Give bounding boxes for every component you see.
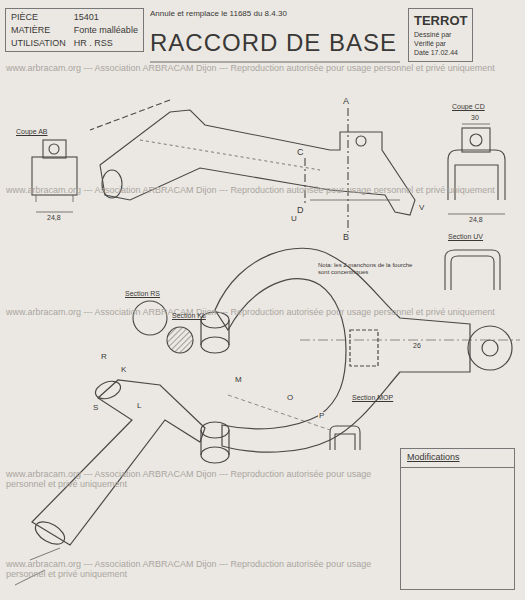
- drawing-stroke: [167, 327, 193, 353]
- view-label: Section MOP: [352, 394, 393, 402]
- elevation-view: [90, 100, 415, 232]
- box-text: PIÈCE: [11, 12, 66, 22]
- drawing-stroke: [356, 136, 366, 146]
- drawing-stroke: [468, 326, 512, 370]
- section-ab: [32, 140, 77, 212]
- drawing-stroke: [310, 200, 400, 201]
- drawing-stroke: [150, 62, 400, 63]
- box-text: Vérifié par: [414, 39, 467, 48]
- box-text: Dessiné par: [414, 30, 467, 39]
- watermark: www.arbracam.org --- Association ARBRACA…: [6, 470, 396, 490]
- drawing-stroke: [133, 301, 167, 335]
- drawing-stroke: [445, 250, 500, 290]
- section-letter: O: [286, 394, 294, 403]
- dimension: 26: [412, 342, 422, 350]
- drawing-stroke: [335, 434, 355, 450]
- section-letter: A: [342, 97, 350, 107]
- watermark: www.arbracam.org --- Association ARBRACA…: [6, 308, 519, 318]
- section-letter: L: [136, 402, 142, 411]
- section-letter: S: [92, 404, 99, 413]
- section-letter: C: [296, 148, 305, 158]
- drawing-stroke: [228, 395, 330, 430]
- section-letter: R: [100, 353, 108, 362]
- drawing-stroke: [347, 108, 348, 232]
- drawing-stroke: [448, 124, 505, 214]
- view-label: Section KL: [172, 312, 206, 320]
- watermark: www.arbracam.org --- Association ARBRACA…: [6, 64, 519, 74]
- drawing-stroke: [451, 256, 494, 290]
- plan-view-fork: [201, 248, 520, 463]
- dimension: 24,8: [46, 214, 62, 222]
- drawing-stroke: [32, 380, 205, 545]
- drawing-stroke: [140, 140, 320, 170]
- drawing-stroke: [462, 128, 490, 152]
- watermark: www.arbracam.org --- Association ARBRACA…: [6, 186, 519, 196]
- header-rule: [401, 467, 514, 468]
- box-text: MATIÈRE: [11, 25, 66, 35]
- drawing-stroke: [470, 134, 482, 146]
- drawing-stroke: [93, 378, 123, 402]
- section-mop: [330, 426, 360, 450]
- drawing-stroke: [201, 447, 229, 463]
- drawing-stroke: [215, 248, 470, 452]
- maker-box: TERROTDessiné parVérifié parDate 17.02.4…: [408, 8, 473, 62]
- drawing-stroke: [100, 110, 415, 215]
- drawing-stroke: [201, 320, 229, 345]
- section-letter: P: [318, 412, 325, 421]
- box-text: Date 17.02.44: [414, 48, 467, 57]
- dimension: 24,8: [468, 216, 484, 224]
- drawing-stroke: [49, 144, 59, 154]
- drawing-stroke: [350, 330, 378, 366]
- section-cd: [448, 124, 505, 214]
- title-rule: [150, 62, 400, 63]
- drawing-stroke: [304, 158, 305, 205]
- box-text: 15401: [74, 12, 138, 22]
- view-label: Section RS: [125, 290, 160, 298]
- section-letter: V: [418, 204, 425, 213]
- section-uv: [445, 250, 500, 290]
- box-text: Fonte malléable: [74, 25, 138, 35]
- title-block-table: PIÈCE 15401MATIÈRE Fonte malléableUTILISAT…: [5, 8, 144, 52]
- modifications-box: Modifications: [400, 448, 515, 590]
- drawing-stroke: [201, 422, 229, 438]
- drawing-stroke: [36, 195, 73, 212]
- drawing-stroke: [43, 140, 66, 158]
- view-label: Coupe CD: [452, 103, 485, 111]
- drawing-stroke: [330, 426, 360, 450]
- view-label: Coupe AB: [16, 128, 48, 136]
- box-text: TERROT: [414, 12, 467, 30]
- section-letter: U: [290, 215, 298, 224]
- section-letter: B: [342, 233, 350, 243]
- drawing-stroke: [300, 340, 520, 341]
- box-text: Modifications: [407, 452, 508, 462]
- section-letter: M: [234, 376, 243, 385]
- drawing-title: RACCORD DE BASE: [150, 30, 397, 56]
- view-label: Annule et remplace le 11685 du 8.4.30: [150, 10, 287, 19]
- drawing-stroke: [32, 517, 69, 549]
- box-text: HR . RSS: [74, 38, 138, 48]
- drawing-stroke: [201, 337, 229, 353]
- dimension: 30: [470, 114, 480, 122]
- section-letter: K: [120, 366, 127, 375]
- drawing-stroke: [482, 340, 498, 356]
- drawing-stroke: [90, 100, 170, 130]
- note: Nota: les 2 manchons de la fourche sont …: [318, 262, 413, 275]
- drawing-stroke: [201, 430, 229, 455]
- watermark: www.arbracam.org --- Association ARBRACA…: [6, 560, 396, 580]
- box-text: UTILISATION: [11, 38, 66, 48]
- view-label: Section UV: [448, 233, 483, 241]
